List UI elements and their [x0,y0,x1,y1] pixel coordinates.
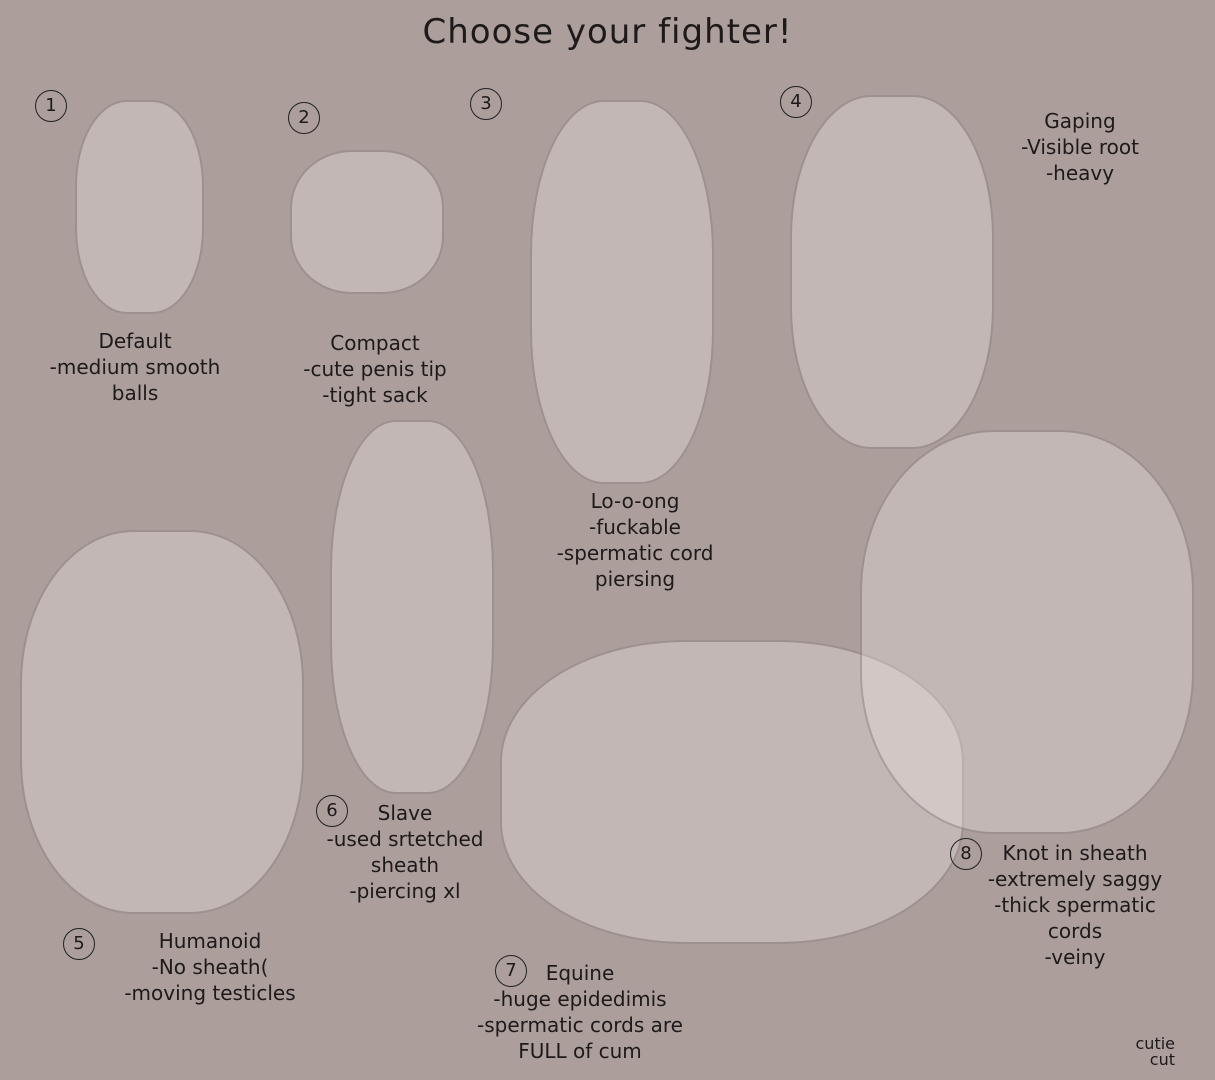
illustration-4 [790,95,994,449]
label-line: -spermatic cords are [477,1013,683,1037]
artist-signature: cutie cut [1136,1036,1176,1068]
label-line: Equine [545,961,615,985]
fighter-label-3: Lo-o-ong -fuckable -spermatic cord piers… [535,488,735,592]
label-line: -heavy [1045,161,1115,185]
label-line: FULL of cum [518,1039,642,1063]
label-line: -huge epidedimis [493,987,667,1011]
label-line: Compact [330,331,420,355]
label-line: cords [1047,919,1103,943]
label-line: -veiny [1044,945,1106,969]
label-line: Humanoid [158,929,262,953]
fighter-number-7: 7 [495,955,527,987]
page-title: Choose your fighter! [422,12,793,52]
label-line: Knot in sheath [1002,841,1148,865]
illustration-3 [530,100,714,484]
label-line: balls [111,381,159,405]
label-line: -used srtetched [326,827,484,851]
signature-line: cutie [1135,1034,1176,1053]
illustration-5 [20,530,304,914]
fighter-label-4: Gaping -Visible root -heavy [980,108,1180,186]
label-line: -tight sack [322,383,428,407]
label-line: -cute penis tip [303,357,447,381]
fighter-number-4: 4 [780,86,812,118]
fighter-label-8: Knot in sheath -extremely saggy -thick s… [975,840,1175,970]
fighter-label-2: Compact -cute penis tip -tight sack [275,330,475,408]
signature-line: cut [1149,1050,1175,1069]
label-line: sheath [370,853,440,877]
label-line: -medium smooth [49,355,221,379]
label-line: -Visible root [1021,135,1139,159]
illustration-8 [860,430,1194,834]
label-line: -fuckable [589,515,681,539]
label-line: -thick spermatic [994,893,1156,917]
fighter-label-6: Slave -used srtetched sheath -piercing x… [305,800,505,904]
label-line: -moving testicles [124,981,296,1005]
fighter-number-3: 3 [470,88,502,120]
label-line: Slave [377,801,433,825]
fighter-label-7: Equine -huge epidedimis -spermatic cords… [470,960,690,1064]
fighter-label-5: Humanoid -No sheath( -moving testicles [105,928,315,1006]
fighter-label-1: Default -medium smooth balls [35,328,235,406]
label-line: -extremely saggy [987,867,1163,891]
fighter-number-2: 2 [288,102,320,134]
label-line: -spermatic cord [556,541,714,565]
label-line: piersing [594,567,676,591]
label-line: Default [98,329,172,353]
label-line: Lo-o-ong [590,489,680,513]
fighter-number-8: 8 [950,838,982,870]
fighter-number-1: 1 [35,90,67,122]
fighter-number-5: 5 [63,928,95,960]
label-line: Gaping [1044,109,1116,133]
illustration-6 [330,420,494,794]
fighter-number-6: 6 [316,795,348,827]
illustration-1 [75,100,204,314]
illustration-2 [290,150,444,294]
label-line: -piercing xl [349,879,461,903]
label-line: -No sheath( [151,955,269,979]
